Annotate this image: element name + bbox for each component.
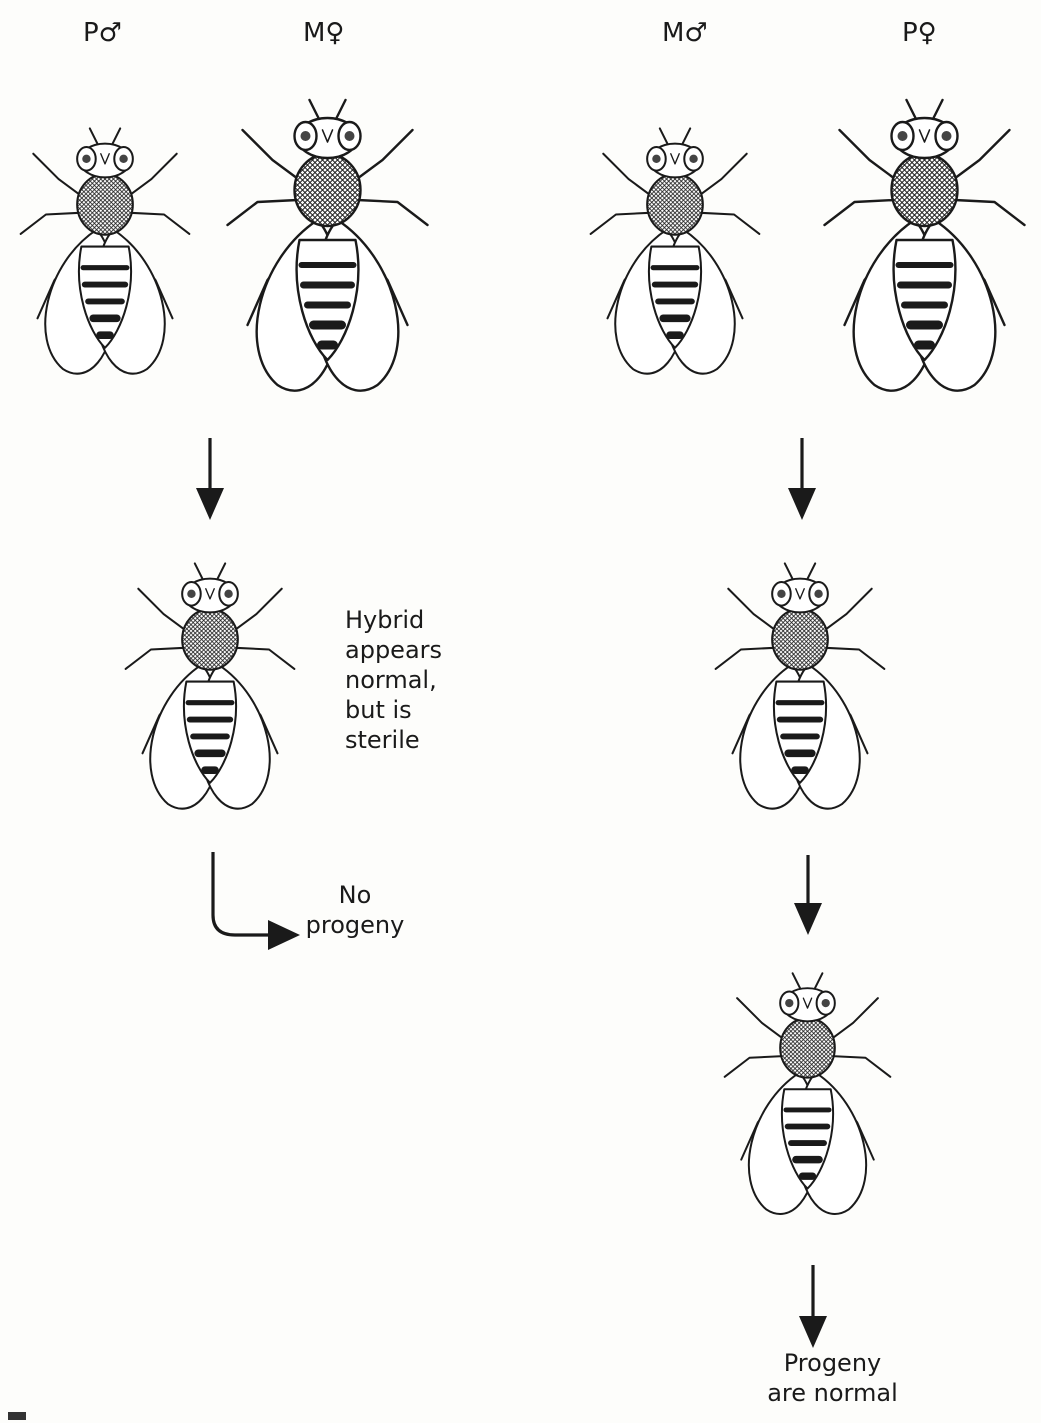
corner-mark xyxy=(8,1412,26,1420)
hybrid-sterile-caption: Hybrid appears normal, but is sterile xyxy=(345,605,465,755)
progeny-normal-caption: Progeny are normal xyxy=(750,1348,915,1408)
no-progeny-caption: No progeny xyxy=(295,880,415,940)
